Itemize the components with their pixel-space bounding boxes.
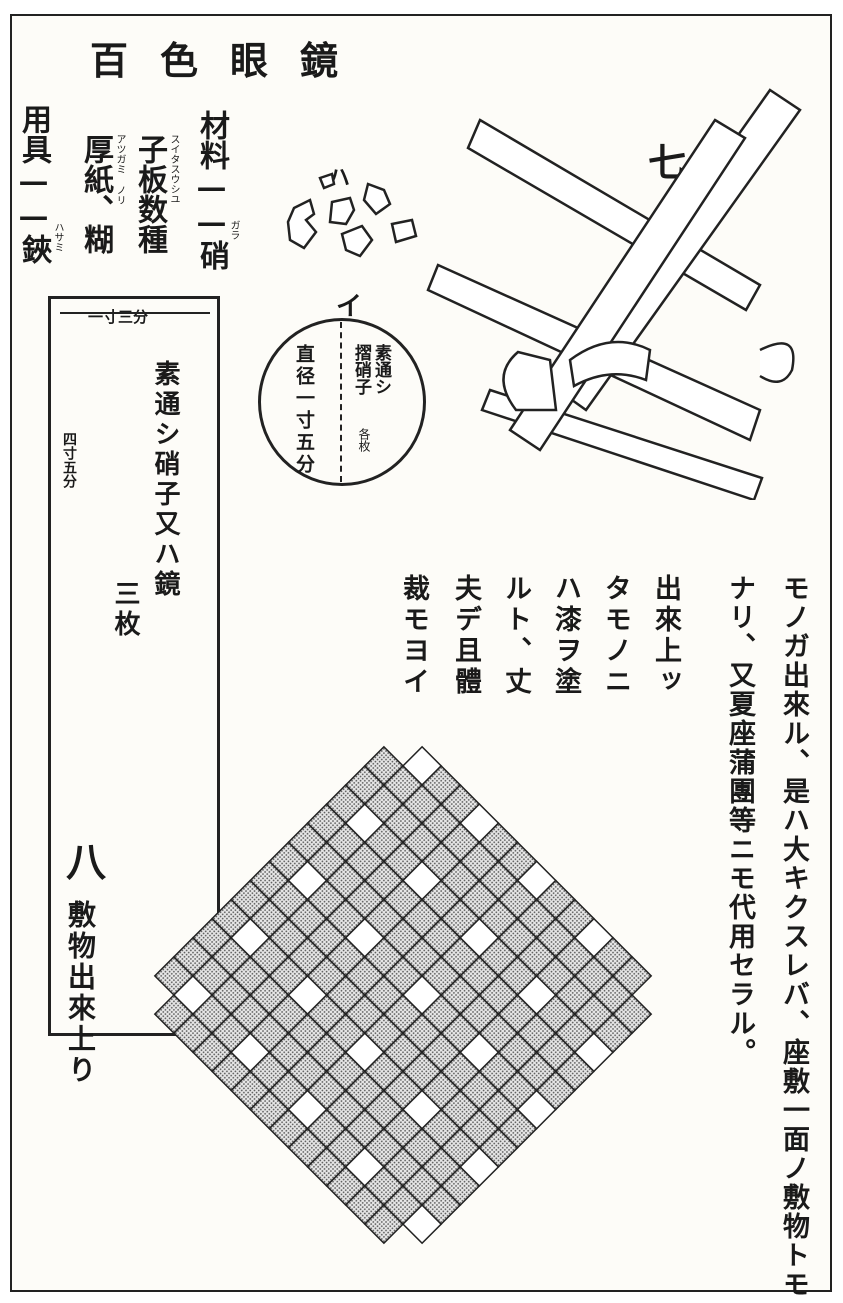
circle-frosted-glass: 摺硝子 [351,344,371,395]
materials-paper: 厚紙、糊 [78,134,113,254]
circle-diagram [258,318,426,486]
box-width-label: 一寸三分 [88,308,149,326]
tools-scissors: 鋏 [16,234,51,264]
tools-header-label: 用具 [16,104,51,164]
strip-curl-right [759,342,795,383]
fragment-2 [328,196,356,226]
materials-boards-ruby: スイタスウシユ [168,134,179,204]
tools-dash: —— [16,164,51,234]
fragment-6 [318,172,336,190]
body-col-5: ハ漆ヲ塗 [550,574,581,698]
fig-i-label: イ [336,292,363,322]
materials-glass: 硝 [194,240,229,270]
tools-scissors-ruby: ハサミ [52,222,63,252]
fragment-4 [340,224,374,258]
box-main-text: 素通シ硝子又ハ鏡 [150,360,180,600]
page-title: 百色眼鏡 [90,38,371,83]
body-col-7: 夫デ且體 [450,574,481,698]
box-count-text: 三枚 [110,580,140,640]
mat-figure [153,745,653,1245]
body-col-1: モノガ出來ル、是ハ大キクスレバ、座敷一面ノ敷物トモ [778,574,809,1299]
body-col-8: 裁モヨイ [398,574,429,698]
fragment-5 [390,218,418,244]
circle-diameter-label: 直径一寸五分 [293,344,315,476]
strip-curl-center [568,340,652,388]
fig-eight-label: 八 [66,839,106,886]
materials-dash: —— [194,170,229,240]
body-col-2: ナリ、又夏座蒲團等ニモ代用セラル。 [724,574,755,1067]
fragment-3 [362,182,392,216]
mat-cell-woven [611,955,653,997]
body-col-4: タモノニ [600,574,631,698]
fig-eight-caption: 敷物出來上り [64,900,97,1086]
materials-header-label: 材料 [194,110,229,170]
mat-cell-woven [611,993,653,1035]
materials-paper-ruby: アツガミ ノリ [114,134,125,205]
body-col-3: 出來上ッ [650,574,681,698]
box-height-label: 四寸五分 [61,432,77,488]
circle-clear-glass: 素通シ [371,344,391,395]
strip-vertical-left [508,118,747,452]
materials-header: 材料——硝 [194,110,229,270]
circle-divider [340,322,342,482]
box-diagram [48,296,220,1036]
fragment-1 [286,198,318,250]
woven-strips-figure [426,88,802,500]
circle-each-note: 各枚 [357,428,371,452]
glass-fragments-figure [286,172,418,258]
materials-boards: 子板数種 [132,134,167,254]
tools-header: 用具——鋏 [16,104,51,264]
body-col-6: ルト、丈 [500,574,531,698]
materials-glass-ruby: ガラ [228,220,239,240]
box-width-line [60,312,210,314]
strip-curl-left [502,350,558,412]
mat-grid [153,745,653,1245]
